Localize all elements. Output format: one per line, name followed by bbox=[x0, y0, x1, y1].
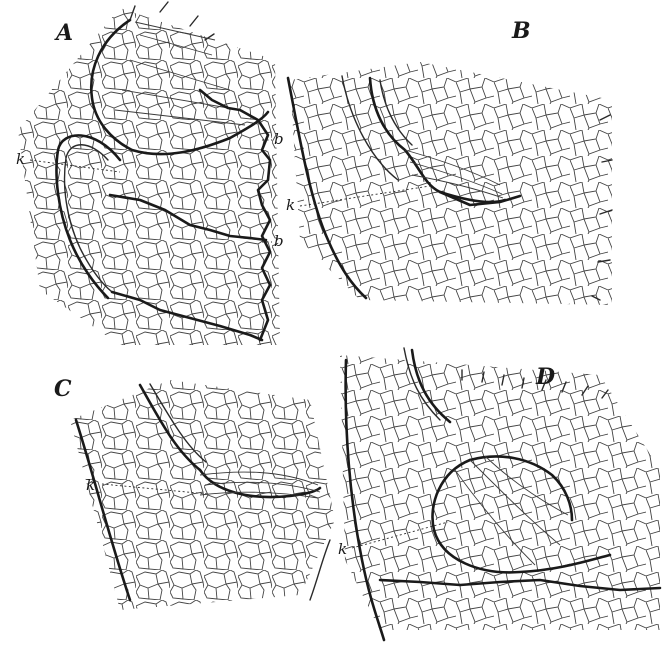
mark-b-a-2: b bbox=[274, 232, 284, 250]
panel-letter-d: D bbox=[535, 364, 555, 390]
panel-letter-b: B bbox=[511, 18, 531, 44]
mark-k-d: k bbox=[338, 540, 347, 558]
panel-letter-a: A bbox=[54, 20, 73, 46]
mark-b-a-1: b bbox=[274, 130, 284, 148]
mark-k-a: k bbox=[16, 150, 25, 168]
mark-k-b: k bbox=[286, 196, 295, 214]
panel-letter-c: C bbox=[54, 376, 72, 402]
mark-k-c: k bbox=[86, 476, 95, 494]
